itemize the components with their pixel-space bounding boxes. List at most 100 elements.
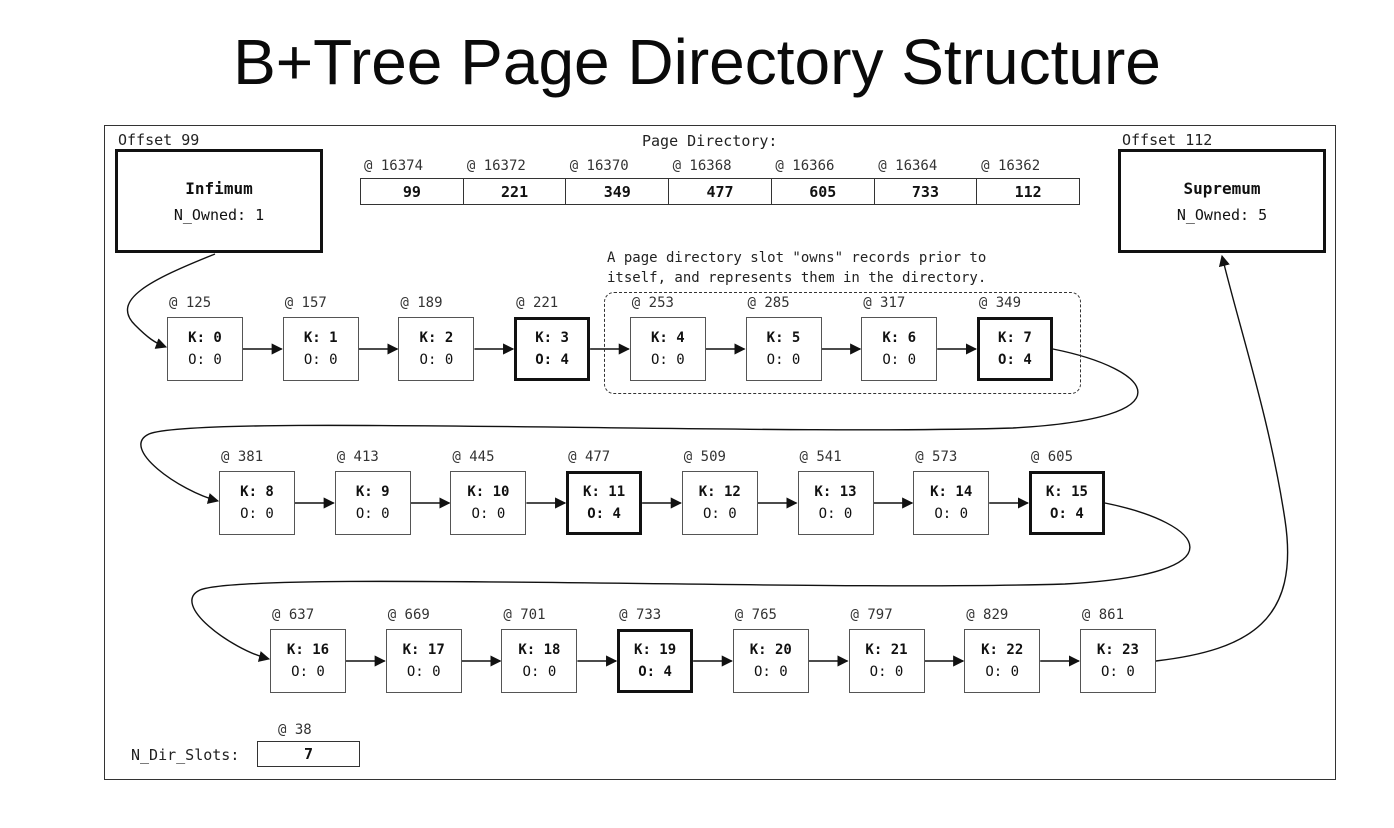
- record-owned: O: 0: [303, 352, 338, 368]
- record-box-owner: K: 19 O: 4: [617, 629, 694, 693]
- record-address: @ 317: [863, 295, 906, 311]
- record-address: @ 477: [568, 449, 611, 465]
- record-address: @ 541: [799, 449, 842, 465]
- record-owned: O: 0: [291, 664, 325, 680]
- n-dir-slots-label: N_Dir_Slots:: [131, 746, 240, 764]
- record-key: K: 8: [240, 484, 274, 500]
- record-owned: O: 0: [882, 352, 917, 368]
- record-box: K: 8 O: 0: [219, 471, 295, 535]
- record-owned: O: 0: [522, 664, 557, 680]
- page-directory-slot-address: @ 16370: [569, 158, 629, 174]
- record-box: K: 18 O: 0: [501, 629, 578, 693]
- record-address: @ 189: [400, 295, 443, 311]
- page-directory-slot: 605: [772, 179, 875, 204]
- record-address: @ 253: [631, 295, 674, 311]
- infimum-name: Infimum: [185, 178, 253, 198]
- record-box: K: 16 O: 0: [270, 629, 346, 693]
- page-directory-slot: 477: [669, 179, 772, 204]
- record-address: @ 125: [169, 295, 212, 311]
- record-owned: O: 4: [587, 506, 621, 522]
- record-key: K: 18: [518, 642, 561, 658]
- record-owned: O: 4: [638, 664, 672, 680]
- record-owned: O: 0: [702, 506, 737, 522]
- record-key: K: 4: [650, 330, 685, 346]
- record-key: K: 2: [419, 330, 454, 346]
- record-address: @ 573: [915, 449, 958, 465]
- record-key: K: 5: [766, 330, 801, 346]
- record-address: @ 605: [1030, 449, 1074, 465]
- record-key: K: 20: [749, 642, 792, 658]
- record-key: K: 11: [583, 484, 626, 500]
- page-directory-slot-address: @ 16368: [672, 158, 732, 174]
- ownership-annotation: A page directory slot "owns" records pri…: [607, 250, 987, 286]
- record-address: @ 637: [272, 607, 315, 623]
- page-directory-slot: 99: [361, 179, 464, 204]
- diagram-title: B+Tree Page Directory Structure: [233, 26, 1161, 98]
- record-key: K: 7: [998, 330, 1032, 346]
- record-key: K: 17: [402, 642, 445, 658]
- record-key: K: 6: [882, 330, 917, 346]
- page-directory-slot: 112: [1014, 182, 1042, 201]
- record-address: @ 509: [683, 449, 726, 465]
- record-key: K: 3: [535, 330, 569, 346]
- record-owned: O: 0: [650, 352, 685, 368]
- record-owned: O: 0: [1101, 664, 1135, 680]
- record-address: @ 381: [221, 449, 264, 465]
- record-key: K: 16: [286, 642, 330, 658]
- record-box: K: 22 O: 0: [964, 629, 1041, 693]
- record-address: @ 413: [336, 449, 379, 465]
- page-directory-slot: 733: [875, 179, 978, 204]
- record-owned: O: 0: [355, 506, 390, 522]
- record-box: K: 23 O: 0: [1079, 629, 1156, 693]
- supremum-name: Supremum: [1183, 178, 1261, 198]
- record-key: K: 10: [467, 484, 510, 500]
- supremum-link-arrow: [1155, 254, 1289, 662]
- record-address: @ 445: [452, 449, 495, 465]
- infimum-owned: N_Owned: 1: [173, 205, 265, 224]
- record-address: @ 349: [978, 295, 1022, 311]
- diagram-frame: [104, 125, 1336, 780]
- owned-group-dashed-box: [604, 292, 1081, 394]
- supremum-record: Supremum N_Owned: 5: [1118, 149, 1326, 253]
- page-directory-slot: 349: [566, 179, 670, 204]
- record-box: K: 6 O: 0: [861, 317, 938, 381]
- record-address: @ 733: [619, 607, 662, 623]
- record-key: K: 21: [865, 642, 908, 658]
- page-directory-slot-address: @ 16374: [364, 158, 424, 174]
- record-key: K: 22: [981, 642, 1024, 658]
- record-key: K: 9: [355, 484, 390, 500]
- record-address: @ 157: [284, 295, 327, 311]
- record-address: @ 669: [387, 607, 430, 623]
- record-owned: O: 0: [869, 664, 904, 680]
- record-box: K: 12 O: 0: [681, 471, 758, 535]
- record-address: @ 829: [966, 607, 1009, 623]
- record-owned: O: 0: [985, 664, 1020, 680]
- record-owned: O: 0: [240, 506, 274, 522]
- record-key: K: 13: [814, 484, 857, 500]
- record-key: K: 19: [634, 642, 677, 658]
- record-key: K: 23: [1096, 642, 1139, 658]
- record-key: K: 1: [303, 330, 338, 346]
- infimum-link-arrow: [126, 253, 216, 349]
- record-key: K: 0: [188, 330, 222, 346]
- supremum-offset-label: Offset 112: [1122, 131, 1213, 149]
- page-directory-slot: 221: [464, 179, 567, 204]
- row-wrap-arrow: [191, 502, 1191, 662]
- record-owned: O: 4: [1050, 506, 1084, 522]
- n-dir-slots-address: @ 38: [278, 722, 312, 738]
- page-directory-slot-address: @ 16372: [466, 158, 526, 174]
- record-address: @ 701: [503, 607, 546, 623]
- infimum-record: Infimum N_Owned: 1: [115, 149, 323, 253]
- page-directory-slot-address: @ 16366: [775, 158, 835, 174]
- record-box-owner: K: 11 O: 4: [566, 471, 643, 535]
- record-address: @ 765: [734, 607, 777, 623]
- record-address: @ 797: [850, 607, 893, 623]
- record-key: K: 12: [698, 484, 741, 500]
